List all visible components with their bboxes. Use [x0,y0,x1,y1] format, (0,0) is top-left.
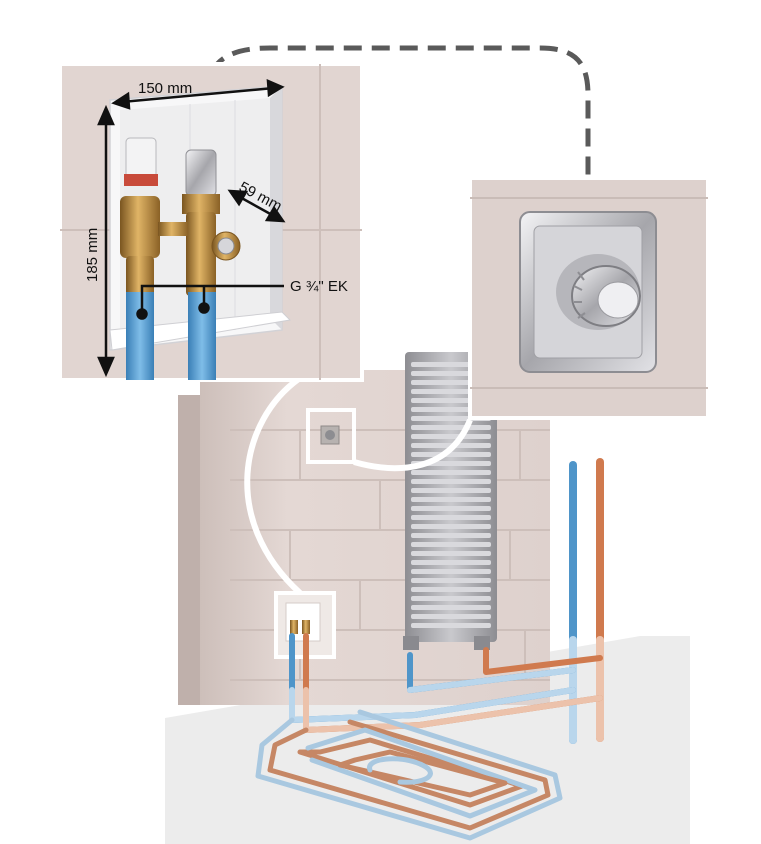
radiator-bar [411,578,491,583]
radiator-bar [411,452,491,457]
radiator-bar [411,560,491,565]
radiator-bar [411,533,491,538]
radiator-bar [411,488,491,493]
radiator-bar [411,614,491,619]
radiator-bar [411,623,491,628]
callout-line-thermostat [353,418,473,472]
radiator-bar [411,551,491,556]
radiator-bar [411,506,491,511]
thermostat-detail-panel [468,176,710,420]
radiator-bar [411,434,491,439]
radiator-bar [411,515,491,520]
radiator-bar [411,605,491,610]
detail-supply-pipe-left [126,292,154,380]
radiator-bar [411,596,491,601]
dashed-leader-line [209,45,591,215]
radiator-bar [411,542,491,547]
radiator-bar [411,587,491,592]
radiator-bar [411,425,491,430]
dimension-arrows [97,79,286,378]
wall-thermostat-small [306,408,356,464]
flush-box-detail-panel: 150 mm 59 mm 185 mm G ¾" EK [58,62,364,382]
thread-spec-label: G ¾" EK [290,278,348,295]
radiator-return-line [483,647,603,675]
callout-line-flushbox [244,375,303,596]
callout-lines [244,375,473,596]
pipe-network [255,458,604,841]
radiator-bar [411,569,491,574]
thermostat-head-icon [519,211,657,373]
radiator-bar [411,497,491,502]
radiator-bar [411,479,491,484]
radiator-bar [411,524,491,529]
flush-box-detail-icon [109,85,292,351]
width-dimension-label: 150 mm [138,80,192,97]
height-dimension-label: 185 mm [84,228,101,282]
radiator-bar [411,470,491,475]
underfloor-heating-loop [255,709,563,841]
